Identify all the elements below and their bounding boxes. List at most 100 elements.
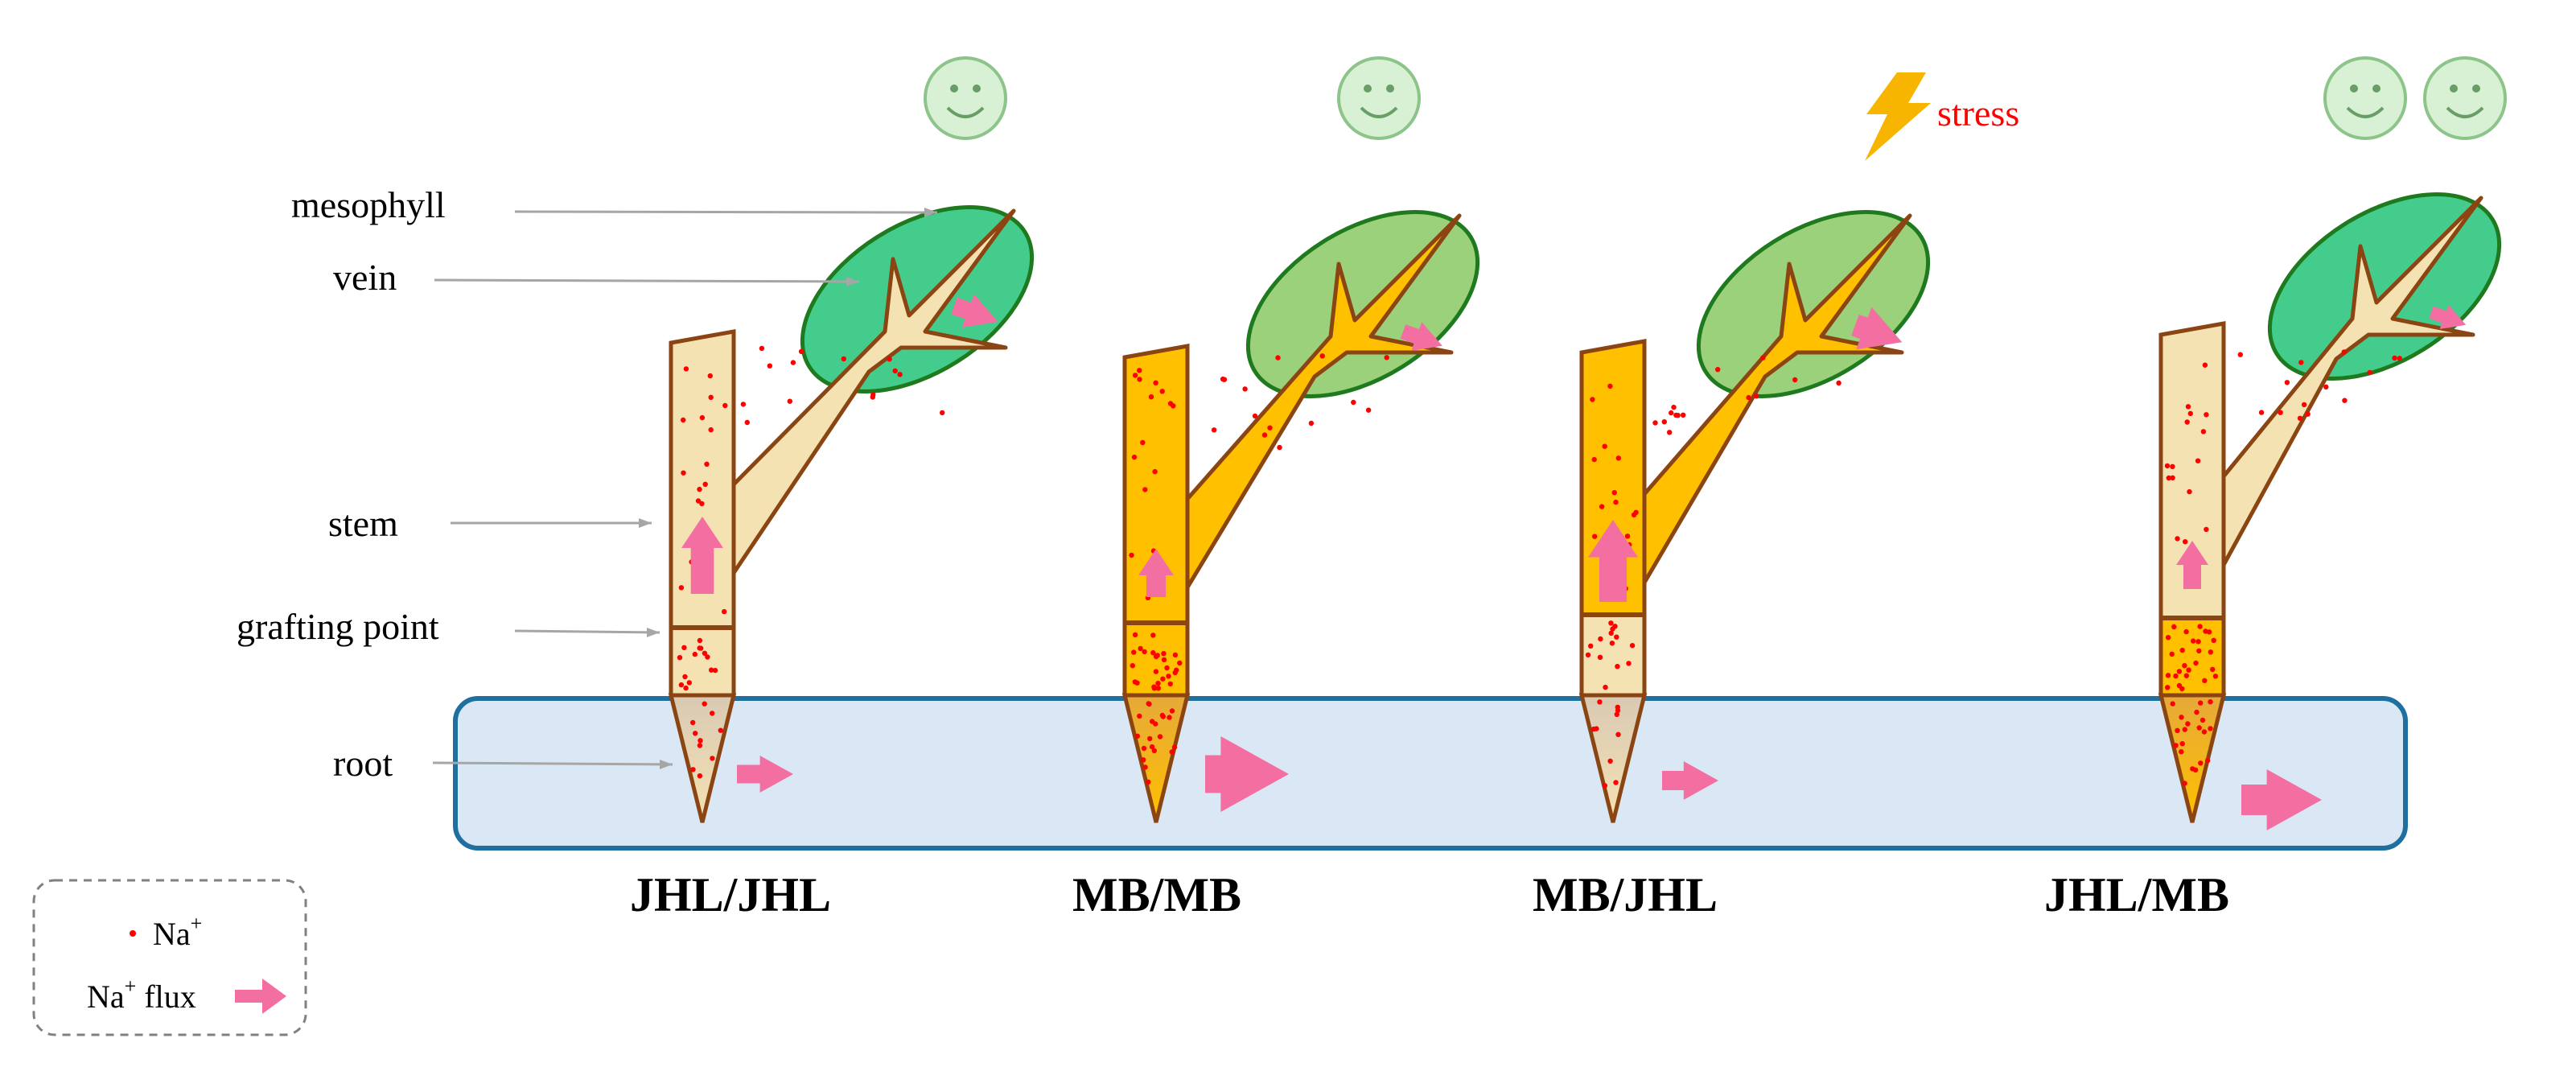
na-ion-dot [704,461,710,467]
grafting-point-pointer [514,629,660,634]
root-pointer [432,761,673,766]
root-na-flux-arrow [737,756,793,793]
plant-name: MB/JHL [1533,868,1718,921]
na-ion-dot [897,372,903,377]
leaf-na-flux-arrow [1851,307,1903,350]
na-ion-dot [1319,353,1325,359]
na-ion-dot [1598,636,1603,642]
na-ion-dot [1161,651,1167,657]
na-ion-dot [2187,488,2192,495]
na-ion-dot [2184,419,2190,425]
na-ion-dot [1169,708,1175,714]
na-ion-dot [2194,709,2199,715]
leaf-blade [800,205,1035,393]
na-ion-dot [2182,663,2187,669]
na-ion-dot [2200,429,2207,435]
na-ion-dot [1147,735,1153,742]
na-ion-dot [718,727,723,733]
na-ion-dot [1155,681,1161,686]
face-smile [2346,106,2385,118]
na-ion-dot [2179,749,2184,755]
face-circle [2323,56,2407,140]
na-ion-dot [2210,666,2216,673]
na-ion-dot [697,738,703,744]
na-ion-dot [1132,373,1138,378]
na-ion-dot [1275,355,1281,360]
flux-arrow-symbol [235,978,286,1014]
na-ion-dot [2201,729,2208,735]
na-ion-dot [1626,661,1632,666]
na-ion-dot [767,363,772,369]
na-ion-dot [1159,389,1165,394]
legend: Na+ Na+ flux [32,879,307,1036]
na-ion-dot [2173,673,2179,679]
na-ion-dot [1150,719,1155,724]
structure-labels: mesophyll vein stem grafting point root [237,184,938,784]
na-ion-dot [2258,410,2265,415]
leaf-na-flux-arrow-group [2429,304,2467,329]
leaf [1696,210,1931,398]
leaf-vein-branch [1185,213,1462,590]
na-ion-dot [1160,676,1166,682]
na-ion-dot [1597,699,1603,705]
legend-na-label: Na+ [153,912,202,952]
na-ion-dot [2278,410,2283,415]
na-ion-dot [2170,475,2175,480]
na-ion-dot [2298,360,2304,365]
na-ion-dot [1146,701,1152,707]
na-ion-dot [2169,651,2175,657]
na-ion-dot [722,402,728,409]
na-ion-dot [1607,383,1613,389]
na-ion-dot [2176,669,2183,674]
na-ion-dot [2175,727,2180,733]
na-ion-dot [1167,715,1172,720]
na-ion-dot [1131,649,1137,655]
na-ion-dot [2193,660,2199,666]
na-ion-dot [2208,726,2213,731]
na-ion-dot [1130,663,1136,669]
root-na-flux-arrow [2241,769,2322,830]
na-ion-dot [790,360,796,365]
na-ion-dot [1671,404,1677,410]
na-ion-dot [2179,686,2185,692]
na-ion-dot [2185,721,2191,727]
leaf-na-flux-arrow [951,294,998,328]
face-eye-right [1386,84,1394,93]
root-cone [1121,693,1191,823]
face-circle [924,56,1007,140]
na-ion-dot [1590,397,1595,402]
na-ion-dot [690,719,696,726]
na-ion-dot [1172,669,1178,676]
na-ion-dot [1221,377,1228,382]
na-ion-dot [740,402,747,407]
leaf [2267,192,2502,381]
na-ion-dot [2198,760,2204,766]
stem-pointer-head [639,518,652,528]
na-ion-dot [1365,407,1372,413]
na-ion-dot [2192,767,2199,772]
na-ion-dot [692,651,697,657]
na-ion-dot [1614,711,1620,717]
mesophyll-pointer-head [924,208,937,217]
na-ion-dot [2301,402,2307,408]
na-ion-dot [1160,714,1167,719]
na-ion-dot [1141,757,1146,763]
na-ion-dot [1613,499,1619,505]
na-ion-dot [1131,454,1138,460]
na-ion-dot [1669,410,1674,416]
na-ion-dot [697,773,703,779]
na-ion-dot [697,637,703,644]
na-ion-dot [681,645,687,650]
na-ion-dot [1242,386,1248,392]
na-ion-dot [1138,645,1143,652]
na-ion-dot [1746,394,1751,401]
na-ion-dot [1150,650,1156,656]
root-na-flux-arrow [1205,736,1289,812]
na-ion-dot [1608,630,1614,636]
na-ion-dot [681,470,686,476]
na-ion-dot [2202,678,2208,683]
na-ion-dot [1836,380,1841,386]
na-ion-dot [798,348,804,354]
smiley-face-icon [2423,56,2507,140]
leaf-na-flux-arrow-group [1851,307,1903,350]
